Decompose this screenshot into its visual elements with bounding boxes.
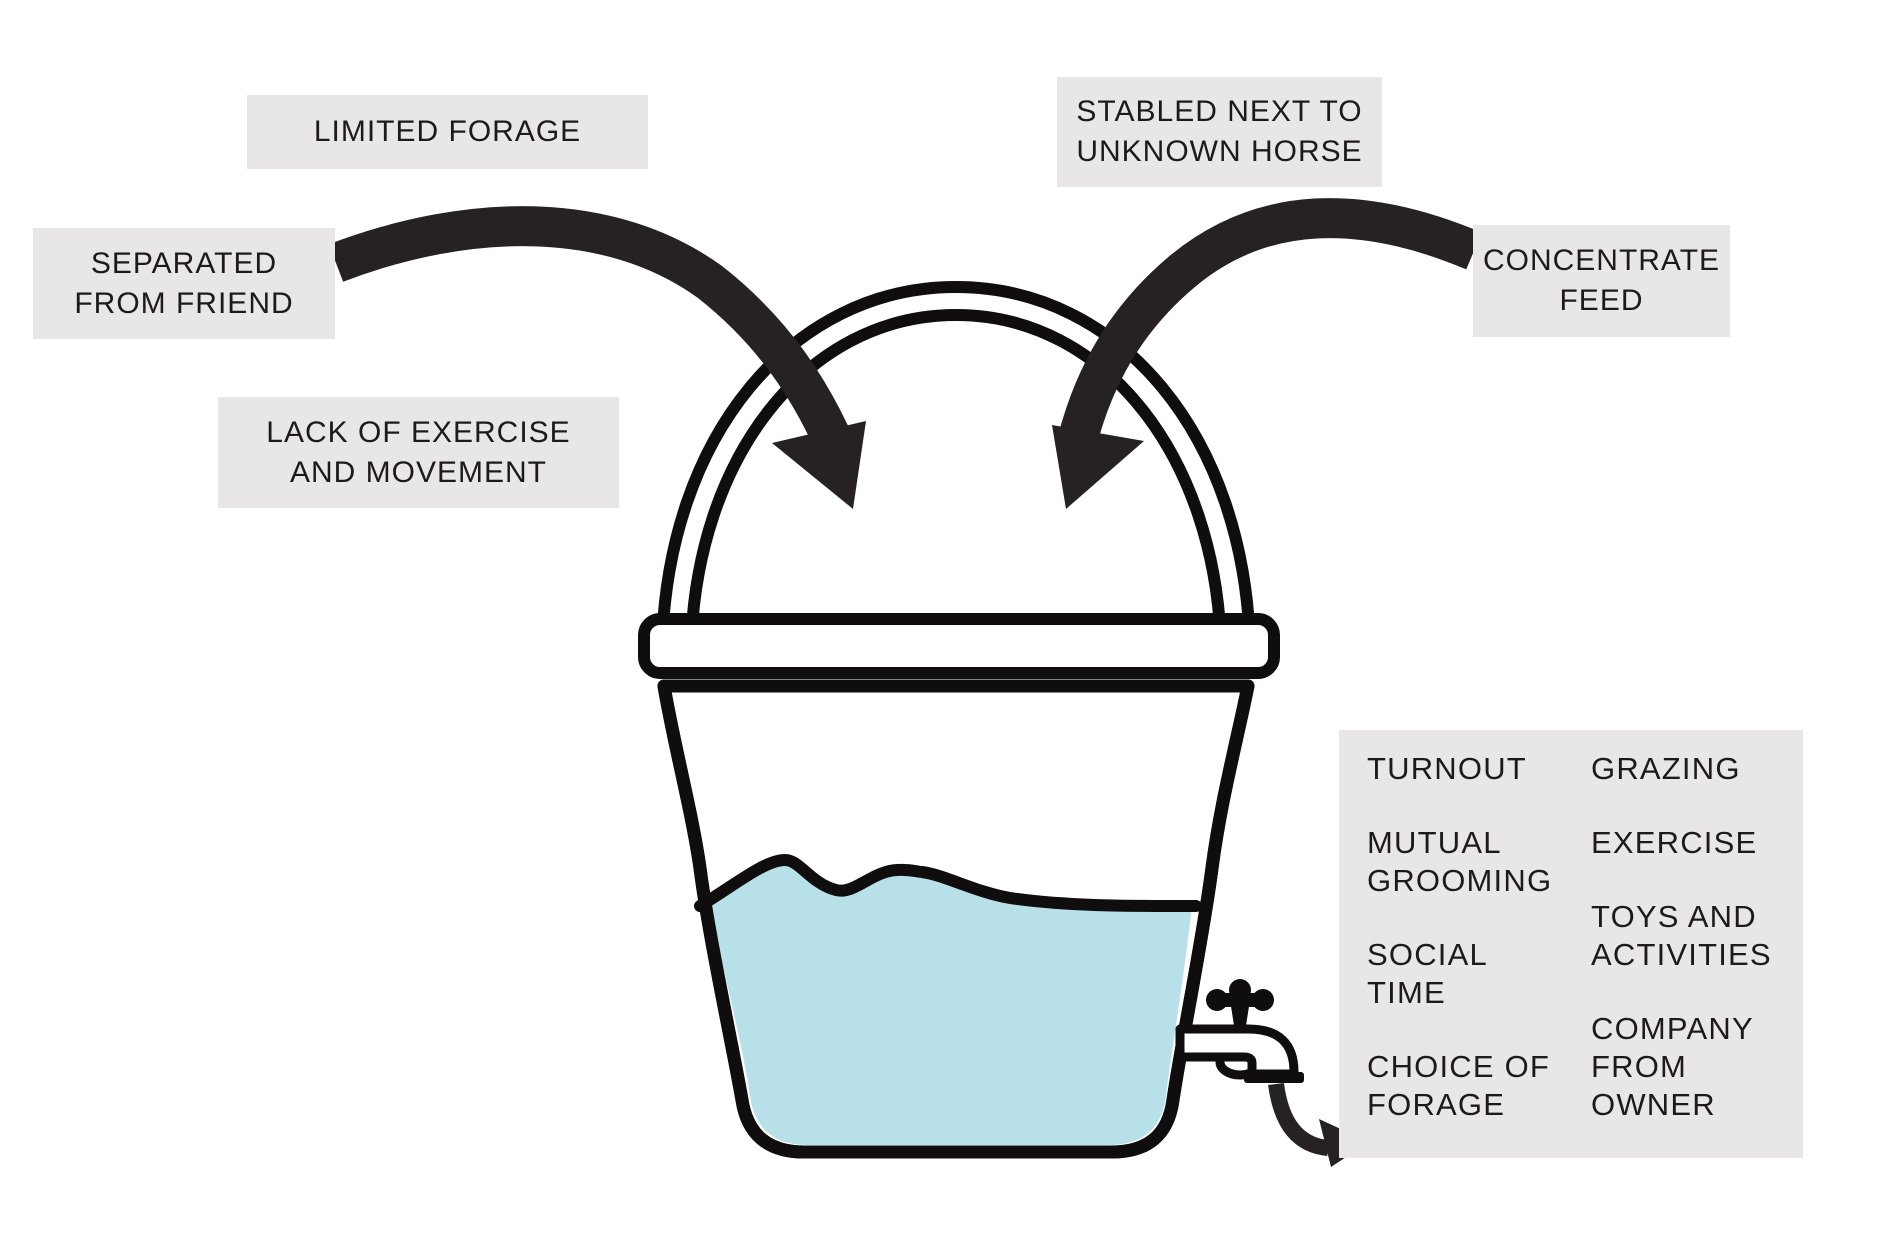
water-fill (708, 861, 1192, 1145)
inflow-arrow-left-icon (328, 206, 866, 509)
reliever-turnout: TURNOUT (1367, 751, 1527, 786)
bucket-body-outline (657, 679, 1255, 1159)
reliever-exercise: EXERCISE (1591, 825, 1758, 860)
label-limited-forage: LIMITED FORAGE (247, 95, 648, 169)
tap-icon (1175, 979, 1304, 1083)
water-surface-line (694, 853, 1202, 913)
reliever-grazing: GRAZING (1591, 751, 1741, 786)
bucket-lid-icon (656, 280, 1256, 649)
bucket-rim (638, 613, 1280, 679)
inflow-arrow-right-icon (1052, 198, 1482, 509)
